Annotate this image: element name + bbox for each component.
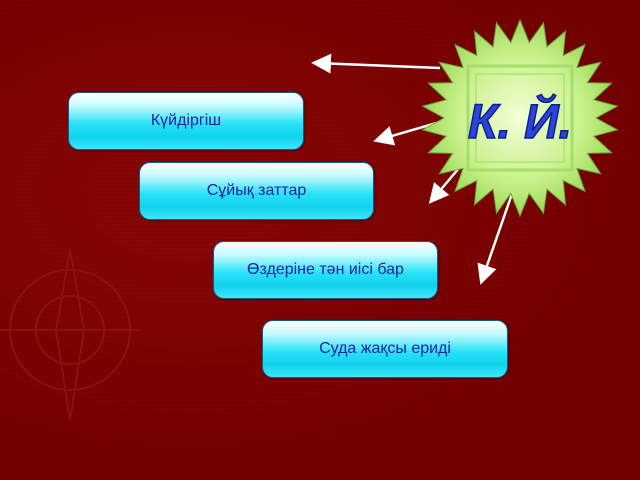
item-label-2: Сұйық заттар [206, 182, 307, 199]
seal-text: К. Й. [468, 94, 572, 149]
arrow-to-item-2 [373, 120, 441, 146]
item-card-4[interactable]: Суда жақсы ериді [262, 320, 508, 378]
item-card-3[interactable]: Өздеріне тән иісі бар [213, 241, 438, 299]
item-label-4: Суда жақсы ериді [319, 340, 451, 357]
arrow-to-top-left [311, 53, 441, 74]
item-card-2[interactable]: Сұйық заттар [139, 162, 374, 220]
item-label-3: Өздеріне тән иісі бар [247, 261, 404, 278]
item-label-1: Күйдіргіш [150, 112, 222, 129]
starburst-seal: К. Й. [421, 18, 619, 218]
item-card-1[interactable]: Күйдіргіш [68, 92, 304, 150]
